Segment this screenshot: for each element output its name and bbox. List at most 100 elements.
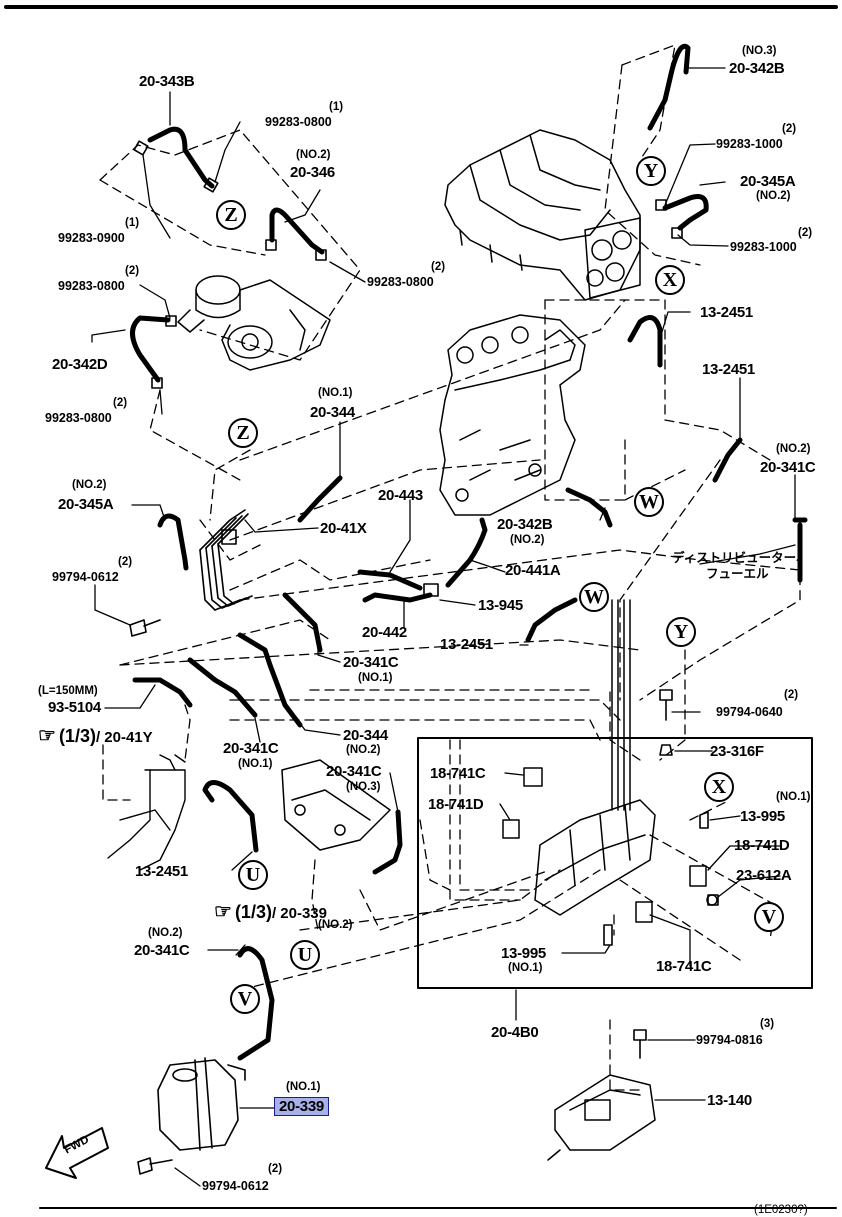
part-label: 20-345A [740,173,796,190]
bracket-20-339-no2 [281,759,391,851]
part-label: 93-5104 [48,699,101,716]
part-label: 18-741D [734,837,790,854]
qty-label: (2) [268,1163,283,1175]
page-reference-20-339[interactable]: ☞(1/3)/ 20-339 [214,901,327,923]
part-label: 20-341C [223,740,279,757]
part-label: 20-342B [497,516,553,533]
qty-label: (1) [329,101,344,113]
part-label: 20-342B [729,60,785,77]
callout-circle-z: Z [216,200,246,230]
part-label: 99283-0800 [265,115,332,129]
part-label: 20-345A [58,496,114,513]
egr-valve-assembly [177,275,331,371]
variant-label: (NO.1) [358,672,393,684]
variant-label: (NO.2) [756,190,791,202]
callout-circle-v: V [230,984,260,1014]
callout-circle-u: U [238,860,268,890]
variant-label: (NO.1) [318,387,353,399]
intake-manifold [444,129,641,301]
variant-label: (NO.2) [510,534,545,546]
part-label: 20-341C [760,459,816,476]
callout-circle-w: W [634,487,664,517]
variant-label: (NO.2) [148,927,183,939]
part-label: 20-346 [290,164,335,181]
part-label: 13-2451 [700,304,753,321]
lower-intake [439,314,586,516]
callout-circle-x: X [704,772,734,802]
part-label: 99283-0800 [58,279,125,293]
charcoal-canister-20-339 [157,1057,246,1151]
part-label: 99794-0640 [716,705,783,719]
part-label: 99794-0612 [52,570,119,584]
part-label: 20-341C [343,654,399,671]
part-label: 20-341C [134,942,190,959]
part-label: 18-741D [428,796,484,813]
variant-label: (NO.2) [296,149,331,161]
highlighted-part-20-339[interactable]: 20-339 [274,1097,329,1116]
variant-label: (NO.1) [776,791,811,803]
part-label: 13-2451 [440,636,493,653]
qty-label: (2) [784,689,799,701]
diagram-code: (1E0230?) [754,1204,808,1216]
hoses [130,43,808,1061]
callout-circle-x: X [655,265,685,295]
part-label: 13-995 [740,808,785,825]
variant-label: (NO.1) [238,758,273,770]
part-label: 99283-0800 [367,275,434,289]
part-label: 20-344 [343,727,388,744]
leader-lines [91,67,796,1187]
variant-label: (NO.1) [286,1081,321,1093]
part-label: 20-4B0 [491,1024,539,1041]
variant-label: (NO.1) [508,962,543,974]
qty-label: (2) [431,261,446,273]
pipe-bundle-20-41x [199,509,253,611]
part-label: 20-41X [320,520,367,537]
distributor-fuel-label: ディストリビューター、 フューエル [672,551,809,581]
part-label: 20-342D [52,356,108,373]
part-label: 20-343B [139,73,195,90]
assembly-box-20-4b0 [417,737,813,989]
part-label: 13-995 [501,945,546,962]
part-label: 13-140 [707,1092,752,1109]
variant-label: (NO.3) [346,781,381,793]
variant-label: (NO.2) [318,919,353,931]
qty-label: (2) [118,556,133,568]
part-label: 18-741C [656,958,712,975]
part-label: 13-2451 [702,361,755,378]
part-label: 20-443 [378,487,423,504]
callout-circle-w: W [579,582,609,612]
variant-label: (NO.2) [72,479,107,491]
part-label: 13-2451 [135,863,188,880]
part-label: 20-442 [362,624,407,641]
part-label: 99794-0612 [202,1179,269,1193]
fwd-arrow-icon [45,1127,109,1179]
qty-label: (2) [113,397,128,409]
part-label: 99283-0800 [45,411,112,425]
qty-label: (2) [782,123,797,135]
part-label: 23-316F [710,743,764,760]
callout-circle-z: Z [228,418,258,448]
variant-label: (NO.2) [346,744,381,756]
bolts [129,619,719,1175]
hand-pointer-icon: ☞ [38,725,56,747]
variant-label: (NO.3) [742,45,777,57]
hand-pointer-icon: ☞ [214,901,232,923]
bracket-20-41y [107,754,186,871]
length-label: (L=150MM) [38,685,98,697]
part-label: 99283-1000 [716,137,783,151]
page-reference-20-41y[interactable]: ☞(1/3)/ 20-41Y [38,725,153,747]
callout-circle-y: Y [666,617,696,647]
callout-circle-u: U [290,940,320,970]
qty-label: (3) [760,1018,775,1030]
part-label: 20-441A [505,562,561,579]
part-label: 23-612A [736,867,792,884]
qty-label: (2) [798,227,813,239]
variant-label: (NO.2) [776,443,811,455]
part-label: 99283-1000 [730,240,797,254]
part-label: 20-344 [310,404,355,421]
qty-label: (1) [125,217,140,229]
callout-circle-y: Y [636,156,666,186]
callout-circle-v: V [754,902,784,932]
bracket-13-140 [547,1074,656,1161]
